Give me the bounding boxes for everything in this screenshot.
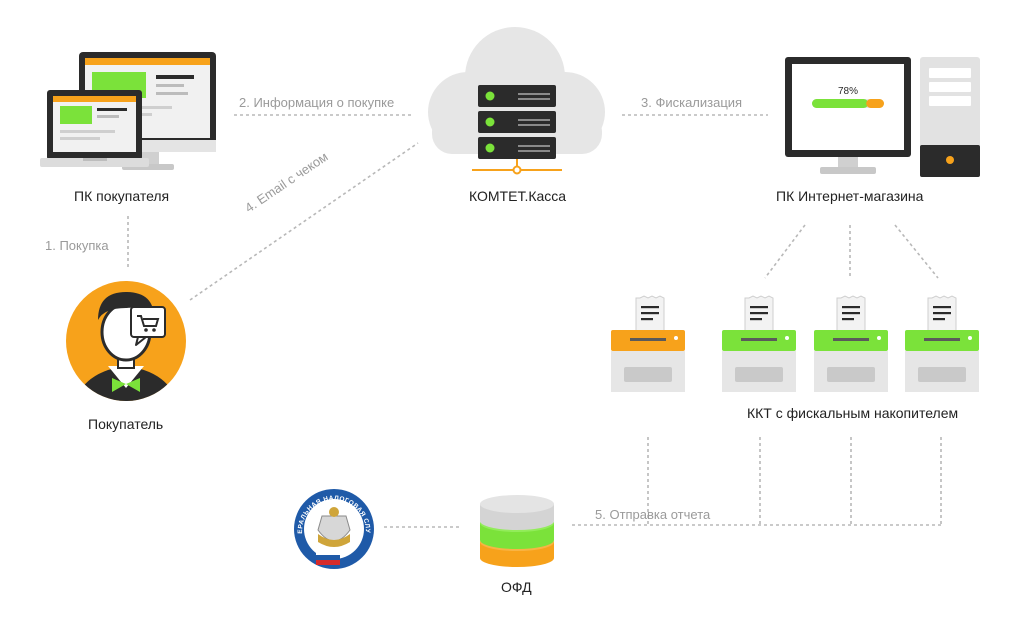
edge-shop-kkt3-line <box>894 224 939 279</box>
kkt-device-2 <box>722 295 796 392</box>
kkt-label: ККТ с фискальным накопителем <box>747 405 959 421</box>
customer-label: Покупатель <box>88 416 164 432</box>
komtet-server-icon <box>428 27 605 175</box>
kkt-device-1 <box>611 295 685 392</box>
shop-pc-icon: 78% <box>785 57 980 177</box>
kkt-device-3 <box>814 295 888 392</box>
edge-info-label: 2. Информация о покупке <box>239 95 395 110</box>
ofd-database-icon <box>480 495 554 567</box>
progress-text: 78% <box>838 86 858 97</box>
customer-pc-label: ПК покупателя <box>74 188 170 204</box>
customer-avatar-icon <box>66 281 186 401</box>
edge-email-line <box>189 142 419 301</box>
progress-fill <box>812 99 869 108</box>
edge-fiscal-label: 3. Фискализация <box>641 95 743 110</box>
connectors <box>127 114 942 528</box>
komtet-label: КОМТЕТ.Касса <box>469 188 567 204</box>
edge-purchase-label: 1. Покупка <box>45 238 109 253</box>
edge-shop-kkt1-line <box>764 224 806 279</box>
customer-pc-icon <box>40 52 216 170</box>
edge-report-label: 5. Отправка отчета <box>595 507 711 522</box>
kkt-device-4 <box>905 295 979 392</box>
shop-pc-label: ПК Интернет-магазина <box>776 188 924 204</box>
ofd-label: ОФД <box>501 579 532 595</box>
progress-tail <box>866 99 884 108</box>
